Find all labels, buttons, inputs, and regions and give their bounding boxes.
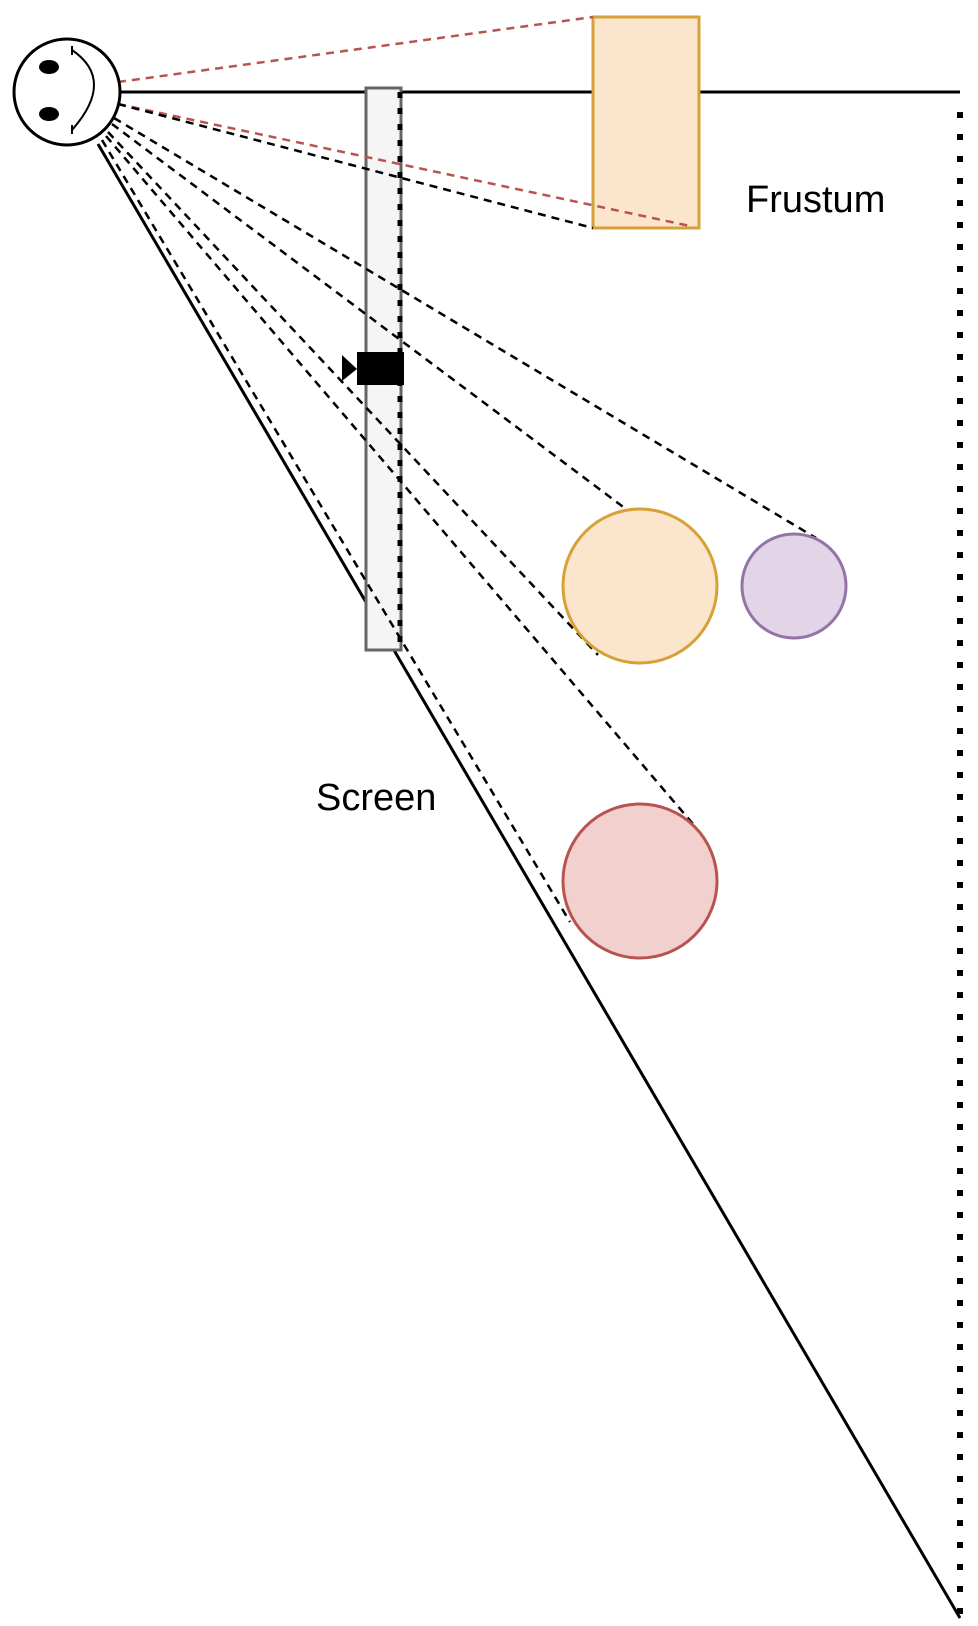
ray-to-box-bottom [117, 102, 594, 230]
ray-to-orange-top [111, 122, 659, 535]
ray-to-pink-bottom [100, 139, 572, 923]
ray-to-orange-bottom [107, 131, 599, 656]
frustum-box [591, 15, 701, 230]
smiley-face-icon [12, 37, 122, 147]
pink-sphere [561, 802, 719, 960]
ray-to-purple-top [113, 116, 817, 540]
camera-icon [342, 352, 404, 385]
purple-sphere [740, 532, 848, 640]
frustum-label: Frustum [746, 179, 885, 221]
screen-label: Screen [316, 777, 436, 819]
ray-to-pink-top [105, 135, 694, 825]
frustum-bottom-edge [96, 143, 962, 1619]
orange-sphere [561, 507, 719, 665]
ray-red-top [117, 15, 594, 84]
